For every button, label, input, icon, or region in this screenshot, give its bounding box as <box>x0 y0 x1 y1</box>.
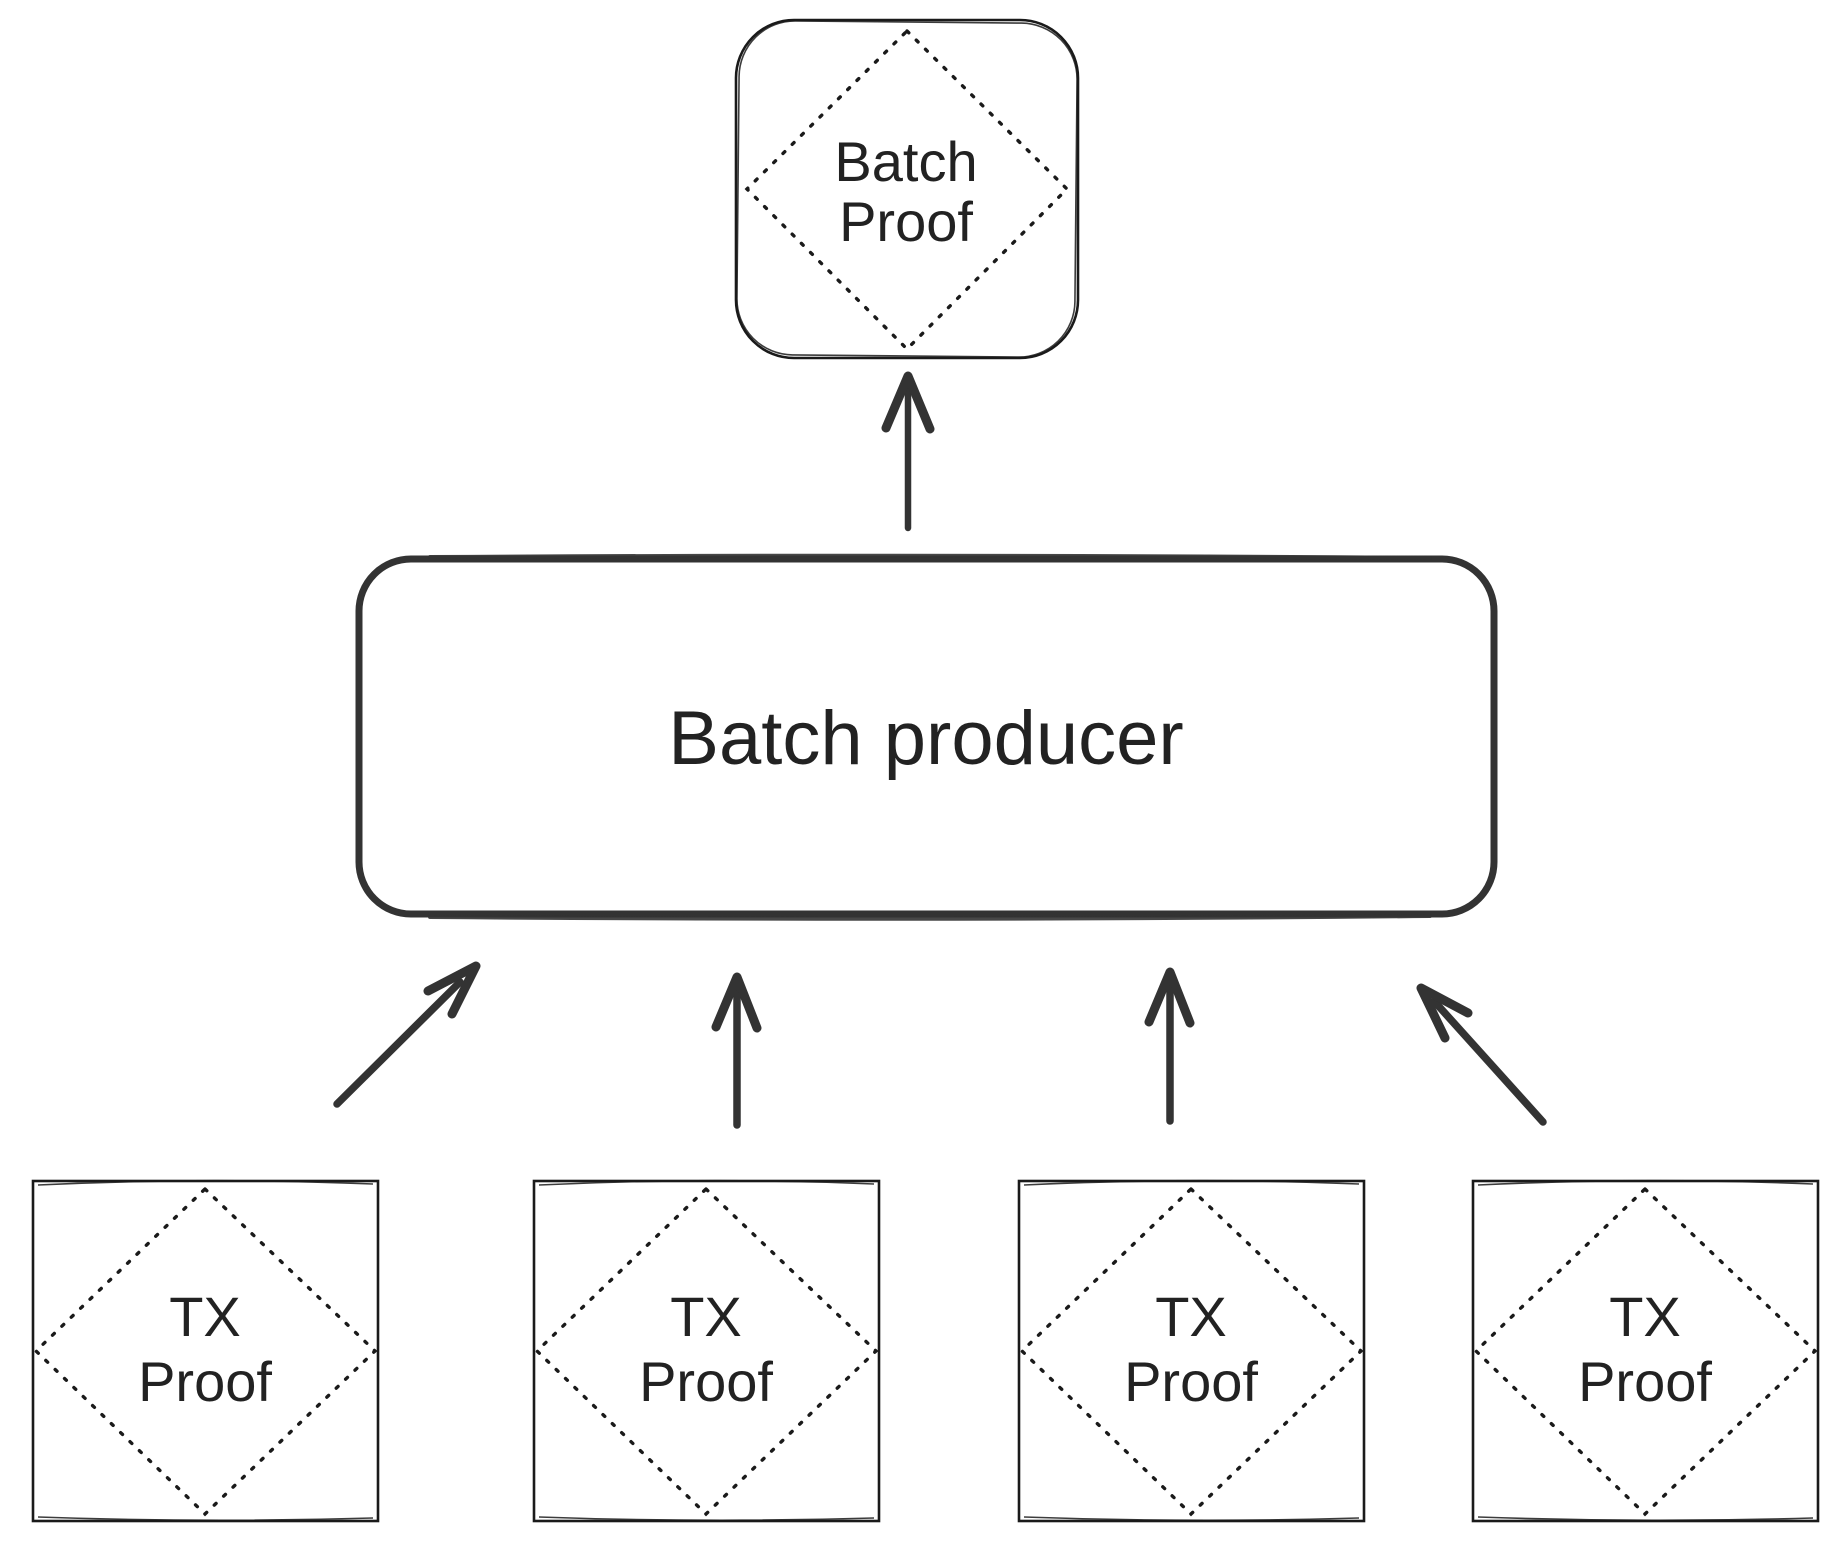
node-tx-proof-1: TX Proof <box>31 1179 380 1523</box>
batch-proof-label-line2: Proof <box>839 190 973 253</box>
batch-proof-diamond-icon <box>744 28 1070 352</box>
tx-proof-box-sketch-stroke <box>1023 1179 1360 1186</box>
node-tx-proof-4: TX Proof <box>1471 1179 1820 1523</box>
tx-proof-box-sketch-stroke <box>37 1179 374 1186</box>
arrow-tx2-to-producer <box>711 972 762 1129</box>
batch-proof-label-line1: Batch <box>834 130 977 193</box>
tx-proof-diamond-icon <box>1473 1186 1818 1517</box>
tx-proof-diamond-icon <box>534 1186 879 1517</box>
arrow-producer-to-batch-proof <box>881 371 935 532</box>
batch-producer-box-sketch-stroke-top <box>428 553 1432 560</box>
batch-proof-box-sketch-stroke <box>736 20 1078 358</box>
arrow-head <box>1416 983 1473 1043</box>
tx-proof-box <box>532 1179 881 1523</box>
tx-proof-box-sketch-stroke <box>538 1179 875 1186</box>
batch-proof-box <box>734 18 1080 360</box>
arrow-tx1-to-producer <box>333 961 481 1108</box>
tx-proof-box <box>1017 1179 1366 1523</box>
arrow-shaft <box>333 978 464 1108</box>
batch-producer-box <box>355 555 1498 918</box>
tx-proof-diamond-icon <box>1019 1186 1364 1517</box>
node-batch-producer: Batch producer <box>355 553 1498 921</box>
arrow-shaft <box>1430 997 1547 1126</box>
tx-proof-label-line2: Proof <box>1124 1350 1258 1413</box>
tx-proof-label-line2: Proof <box>639 1350 773 1413</box>
batch-producer-box-sketch-stroke <box>428 914 1432 921</box>
tx-proof-box <box>1471 1179 1820 1523</box>
tx-proof-box-sketch-stroke-bottom <box>1477 1516 1814 1522</box>
tx-proof-label-line2: Proof <box>138 1350 272 1413</box>
tx-proof-box-sketch-stroke-bottom <box>37 1516 374 1522</box>
tx-proof-label-line1: TX <box>1155 1285 1227 1348</box>
node-batch-proof: Batch Proof <box>734 18 1080 360</box>
node-tx-proof-3: TX Proof <box>1017 1179 1366 1523</box>
batch-producer-label: Batch producer <box>668 696 1183 781</box>
arrow-head <box>711 972 762 1033</box>
tx-proof-label-line1: TX <box>1609 1285 1681 1348</box>
arrow-tx4-to-producer <box>1416 983 1547 1126</box>
tx-proof-box-sketch-stroke <box>1477 1179 1814 1186</box>
arrow-head <box>1144 967 1195 1028</box>
tx-proof-box-sketch-stroke-bottom <box>538 1516 875 1522</box>
tx-proof-label-line2: Proof <box>1578 1350 1712 1413</box>
tx-proof-label-line1: TX <box>670 1285 742 1348</box>
arrow-head <box>881 371 935 434</box>
tx-proof-label-line1: TX <box>169 1285 241 1348</box>
arrow-tx3-to-producer <box>1144 967 1195 1125</box>
node-tx-proof-2: TX Proof <box>532 1179 881 1523</box>
arrow-head <box>423 961 481 1019</box>
tx-proof-diamond-icon <box>33 1186 378 1517</box>
tx-proof-box-sketch-stroke-bottom <box>1023 1516 1360 1522</box>
tx-proof-box <box>31 1179 380 1523</box>
